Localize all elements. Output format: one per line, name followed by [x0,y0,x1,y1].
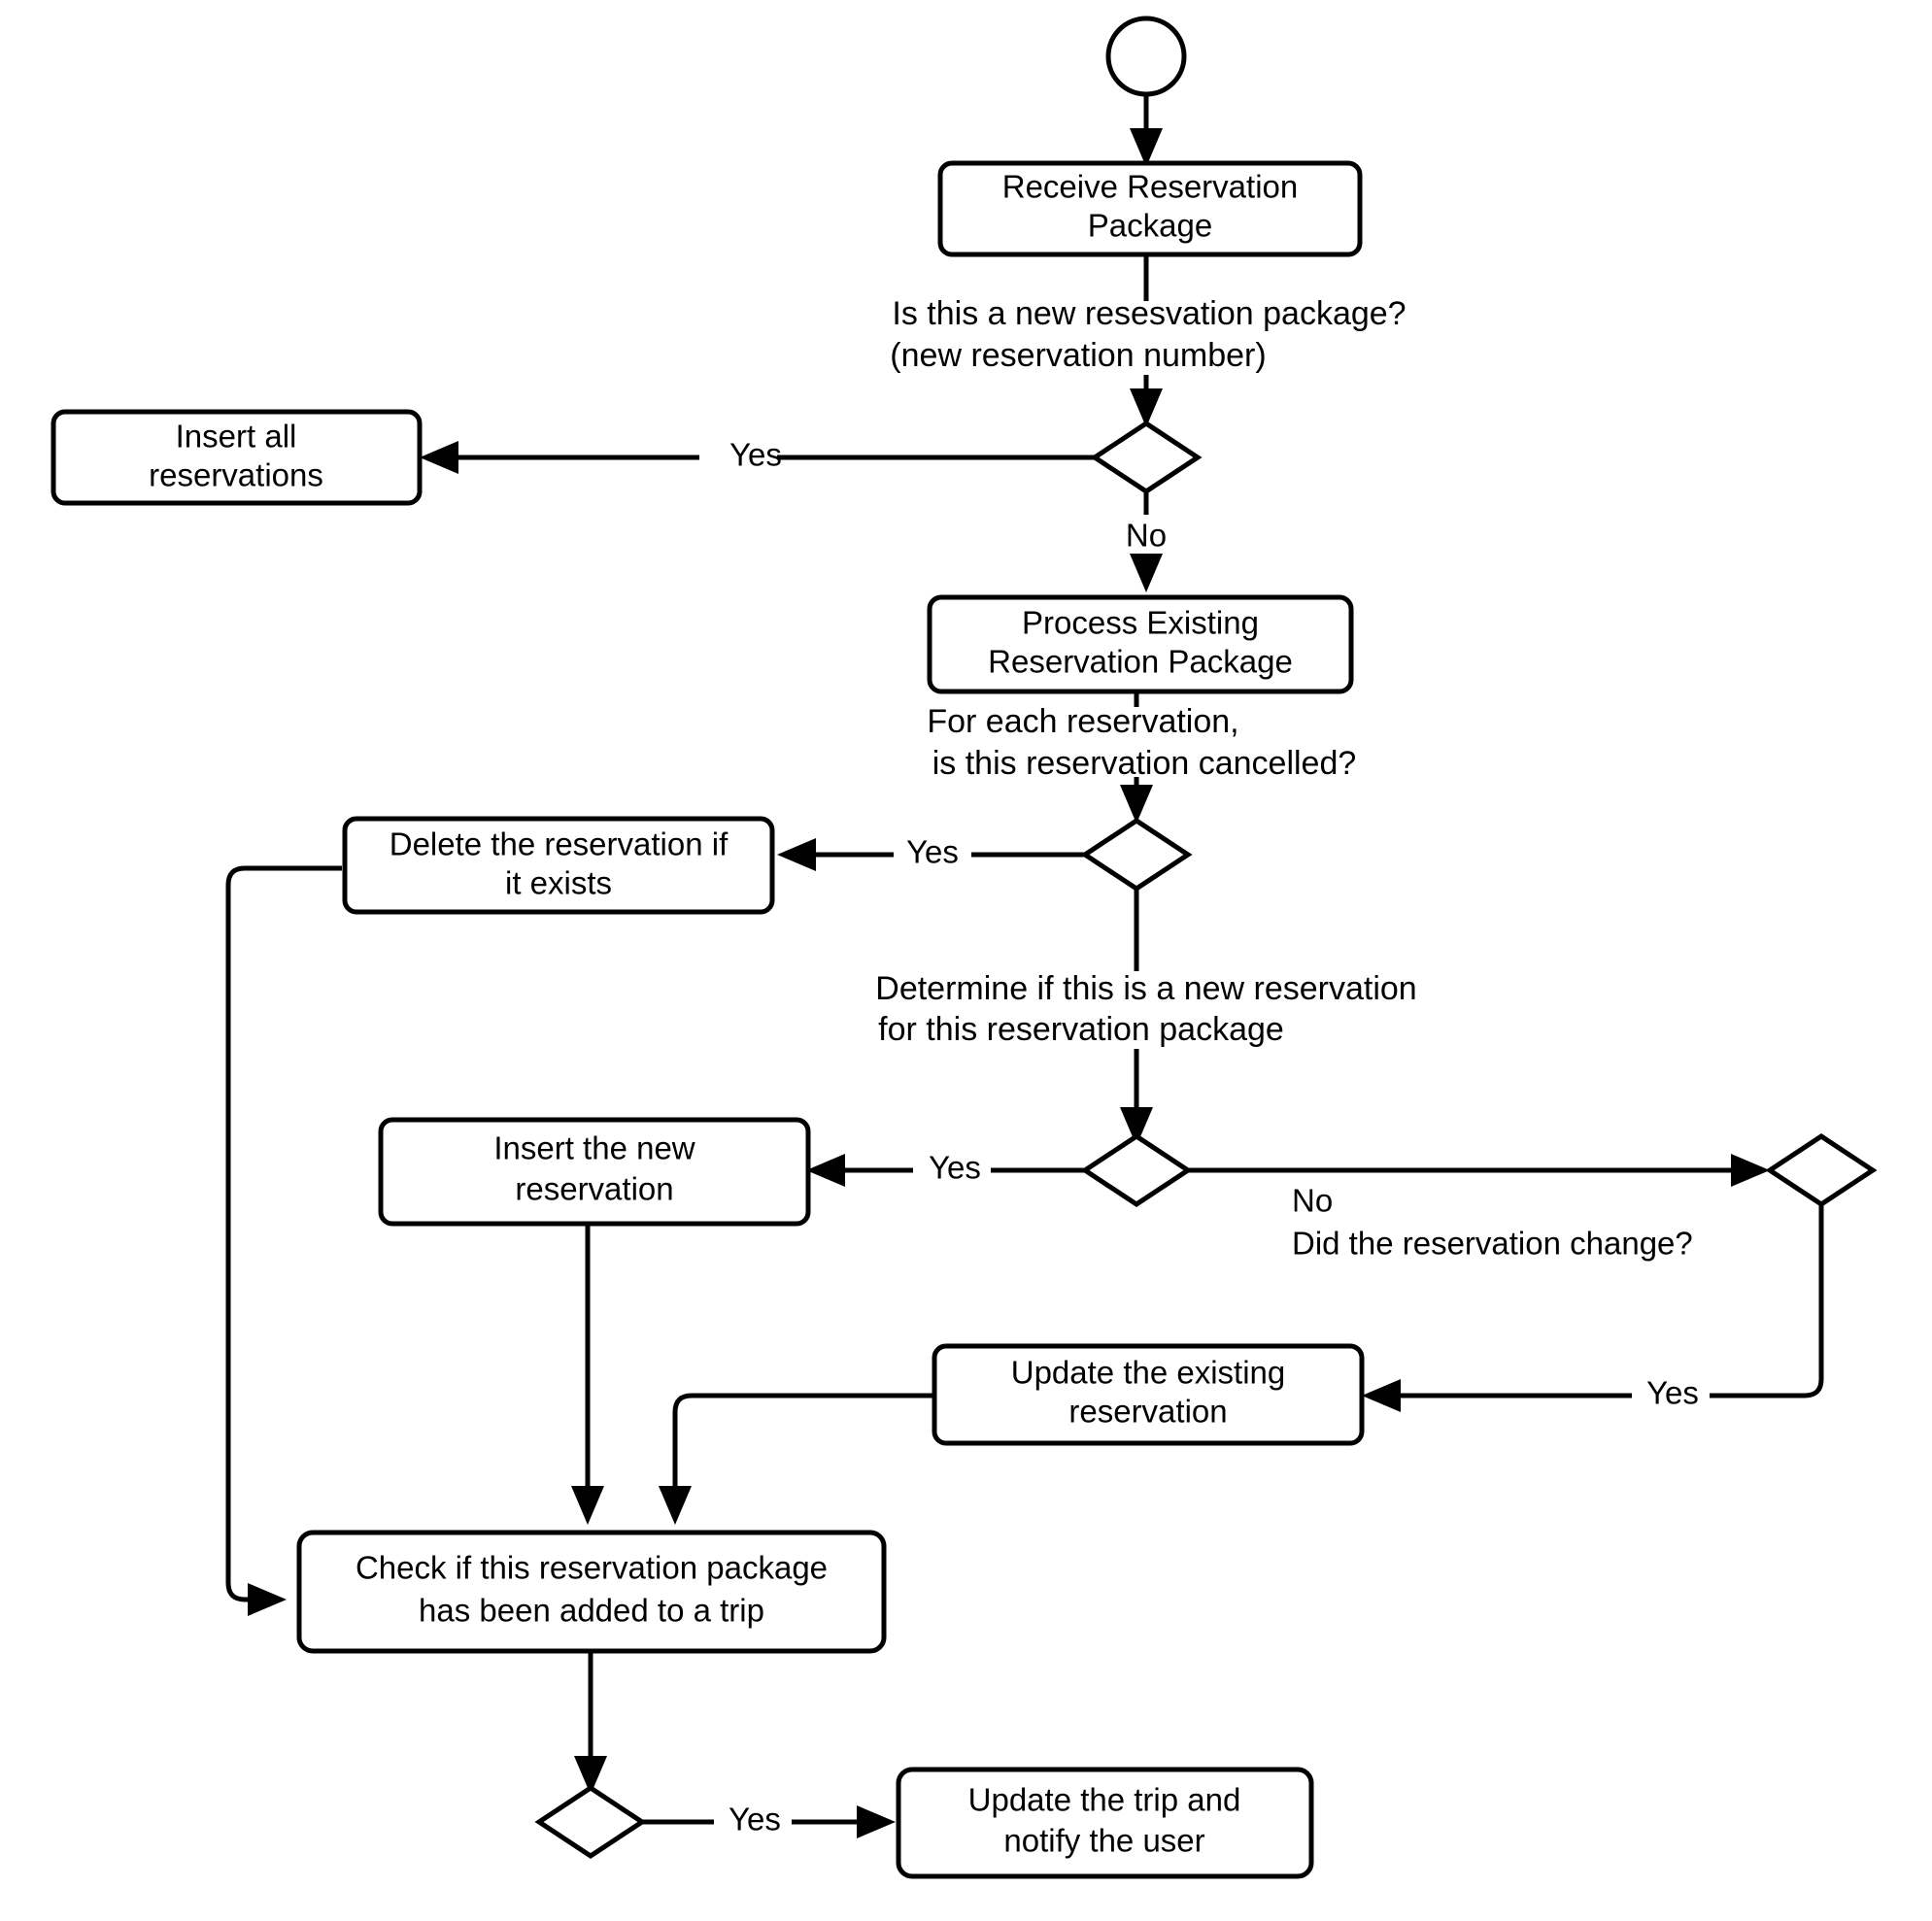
node-update-existing-label-line2: reservation [1068,1394,1227,1430]
note-determine-new-reservation: Determine if this is a new reservation f… [875,970,1416,1048]
note-cancelled-question: For each reservation, is this reservatio… [927,703,1356,782]
node-process-existing-package[interactable]: Process Existing Reservation Package [927,594,1354,694]
node-receive-label-line1: Receive Reservation [1002,169,1298,205]
edge-label-changed-yes: Yes [1646,1375,1699,1411]
edge-delete-reservation-to-check-trip [225,865,342,1616]
node-update-trip-notify[interactable]: Update the trip and notify the user [896,1767,1314,1879]
node-decision-new-package[interactable] [1090,421,1203,494]
edge-decision-cancelled-yes [777,838,1085,871]
node-process-existing-label-line1: Process Existing [1022,605,1259,641]
node-update-trip-label-line1: Update the trip and [968,1782,1241,1818]
node-update-trip-label-line2: notify the user [1003,1823,1204,1859]
note-determine-line2: for this reservation package [878,1011,1284,1048]
note-new-package-line1: Is this a new resesvation package? [892,295,1406,332]
node-decision-added-to-trip[interactable] [534,1785,647,1859]
edge-label-added-to-trip-yes: Yes [729,1802,781,1837]
node-check-trip-label-line1: Check if this reservation package [356,1550,828,1586]
edge-decision-added-yes [642,1805,896,1838]
edge-decision-is-new-no [1188,1154,1770,1187]
note-new-package-question: Is this a new resesvation package? (new … [890,295,1406,374]
edge-label-is-new-no: No [1292,1183,1333,1219]
edge-decision-new-package-no [1130,491,1163,592]
node-insert-new-reservation[interactable]: Insert the new reservation [378,1117,811,1227]
note-determine-line1: Determine if this is a new reservation [875,970,1416,1007]
node-check-trip-label-line2: has been added to a trip [419,1593,764,1629]
edge-receive-to-decision-new-package [1130,254,1163,427]
edge-label-cancelled-yes: Yes [906,834,959,870]
note-changed-question: Did the reservation change? [1292,1226,1693,1262]
node-insert-all-label-line2: reservations [149,457,323,493]
node-update-existing-reservation[interactable]: Update the existing reservation [932,1343,1365,1446]
edge-insert-new-to-check-trip [571,1224,604,1525]
node-insert-all-reservations[interactable]: Insert all reservations [51,409,423,506]
node-check-trip[interactable]: Check if this reservation package has be… [296,1530,887,1654]
edge-update-existing-to-check-trip [659,1393,932,1525]
node-insert-new-label-line1: Insert the new [493,1130,695,1166]
node-delete-label-line2: it exists [505,865,612,901]
node-receive-reservation-package[interactable]: Receive Reservation Package [937,160,1363,257]
node-process-existing-label-line2: Reservation Package [988,644,1293,680]
edge-decision-changed-yes [1362,1204,1824,1412]
node-delete-label-line1: Delete the reservation if [390,826,729,862]
edge-start-to-receive [1130,94,1163,167]
edge-label-new-package-yes: Yes [729,437,782,473]
node-decision-cancelled[interactable] [1080,818,1193,892]
note-cancelled-line1: For each reservation, [927,703,1238,740]
edge-decision-cancelled-to-decision-is-new [1120,889,1153,1146]
node-insert-all-label-line1: Insert all [176,419,297,455]
edge-decision-is-new-yes [806,1154,1085,1187]
edge-label-is-new-yes: Yes [929,1150,981,1186]
node-decision-is-new-reservation[interactable] [1080,1133,1193,1207]
note-new-package-line2: (new reservation number) [890,337,1266,374]
node-receive-label-line2: Package [1088,208,1212,244]
edge-process-existing-to-decision-cancelled [1120,691,1153,824]
node-delete-reservation[interactable]: Delete the reservation if it exists [342,816,775,915]
node-insert-new-label-line2: reservation [515,1171,673,1207]
edge-check-trip-to-decision-added [574,1651,607,1795]
edge-label-new-package-no: No [1126,518,1167,554]
note-reservation-changed-question: No Did the reservation change? [1292,1183,1693,1262]
edge-decision-new-package-yes [420,441,1095,474]
node-start-circle[interactable] [1105,16,1187,97]
node-update-existing-label-line1: Update the existing [1011,1355,1286,1391]
node-decision-reservation-changed[interactable] [1765,1133,1878,1207]
note-cancelled-line2: is this reservation cancelled? [932,745,1357,782]
